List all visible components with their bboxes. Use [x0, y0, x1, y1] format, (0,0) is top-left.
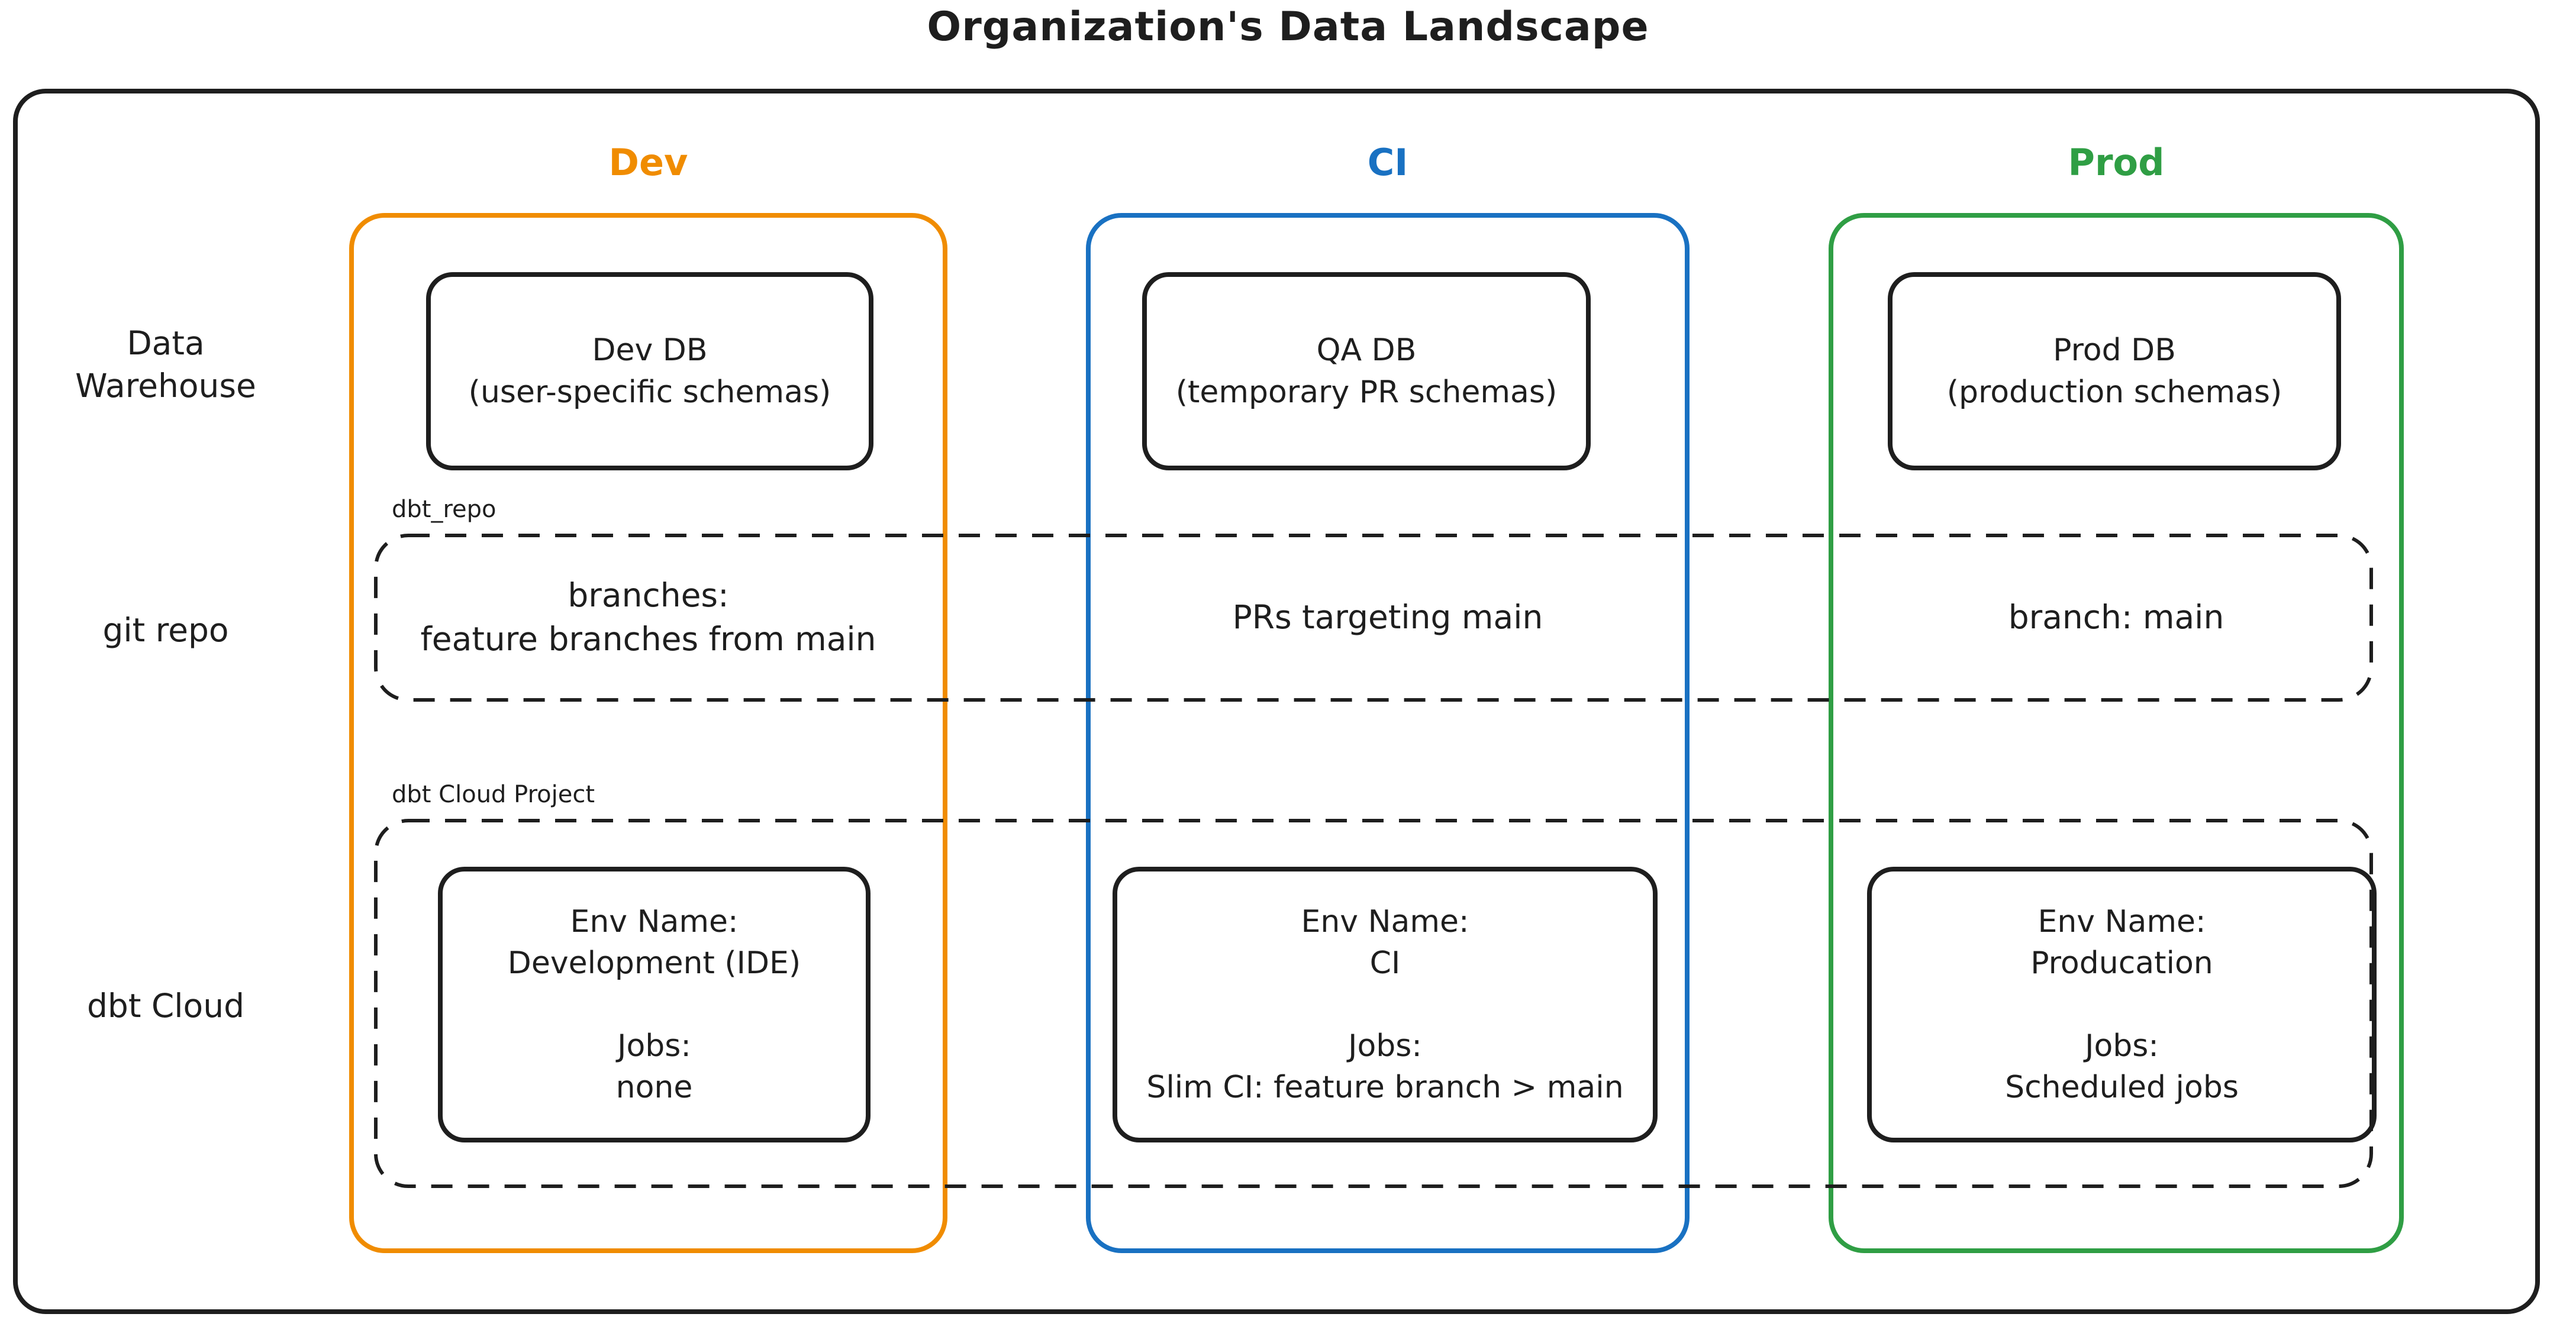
- dbt-repo-group-label: dbt_repo: [392, 496, 496, 523]
- column-box-ci: [1086, 213, 1690, 1253]
- dev-env-box: Env Name: Development (IDE) Jobs: none: [438, 867, 871, 1142]
- row-label-data-warehouse: Data Warehouse: [75, 324, 256, 405]
- column-header-dev: Dev: [608, 141, 688, 184]
- qa-db-detail: (temporary PR schemas): [1175, 374, 1558, 410]
- ci-jobs-label: Jobs:: [1348, 1028, 1422, 1064]
- dev-repo-text: branches: feature branches from main: [349, 535, 947, 699]
- prod-env-name: Producation: [2030, 945, 2213, 981]
- dev-db-name: Dev DB: [592, 333, 708, 369]
- column-box-prod: [1829, 213, 2404, 1253]
- row-label-git-repo: git repo: [102, 611, 229, 649]
- ci-env-name: CI: [1369, 945, 1401, 981]
- ci-env-label: Env Name:: [1301, 903, 1469, 940]
- dev-repo-line2: feature branches from main: [420, 620, 876, 658]
- dev-db-detail: (user-specific schemas): [468, 374, 831, 410]
- prod-env-label: Env Name:: [2037, 903, 2206, 940]
- row-label-dbt-cloud: dbt Cloud: [87, 987, 244, 1025]
- qa-db-name: QA DB: [1316, 333, 1417, 369]
- page-title: Organization's Data Landscape: [927, 4, 1649, 50]
- prod-repo-text: branch: main: [1829, 535, 2404, 699]
- dev-env-name: Development (IDE): [507, 945, 801, 981]
- prod-jobs-value: Scheduled jobs: [2005, 1070, 2239, 1106]
- column-box-dev: [349, 213, 947, 1253]
- dev-db-box: Dev DB (user-specific schemas): [426, 272, 873, 470]
- dev-jobs-value: none: [615, 1070, 693, 1106]
- prod-jobs-label: Jobs:: [2085, 1028, 2159, 1064]
- landscape-outer-box: [13, 89, 2540, 1314]
- prod-env-box: Env Name: Producation Jobs: Scheduled jo…: [1867, 867, 2377, 1142]
- column-header-ci: CI: [1367, 141, 1408, 184]
- column-header-prod: Prod: [2068, 141, 2165, 184]
- prod-repo-line1: branch: main: [2008, 598, 2224, 636]
- ci-env-box: Env Name: CI Jobs: Slim CI: feature bran…: [1113, 867, 1658, 1142]
- prod-db-detail: (production schemas): [1946, 374, 2282, 410]
- dbt-cloud-project-group-label: dbt Cloud Project: [392, 781, 595, 808]
- ci-jobs-value: Slim CI: feature branch > main: [1146, 1070, 1624, 1106]
- dev-jobs-label: Jobs:: [617, 1028, 691, 1064]
- dev-repo-line1: branches:: [568, 576, 729, 614]
- qa-db-box: QA DB (temporary PR schemas): [1142, 272, 1591, 470]
- ci-repo-text: PRs targeting main: [1086, 535, 1690, 699]
- prod-db-name: Prod DB: [2053, 333, 2176, 369]
- dbt-cloud-project-dashed-box: [374, 819, 2373, 1188]
- ci-repo-line1: PRs targeting main: [1232, 598, 1543, 636]
- prod-db-box: Prod DB (production schemas): [1888, 272, 2341, 470]
- dbt-repo-dashed-box: [374, 534, 2373, 702]
- dev-env-label: Env Name:: [570, 903, 739, 940]
